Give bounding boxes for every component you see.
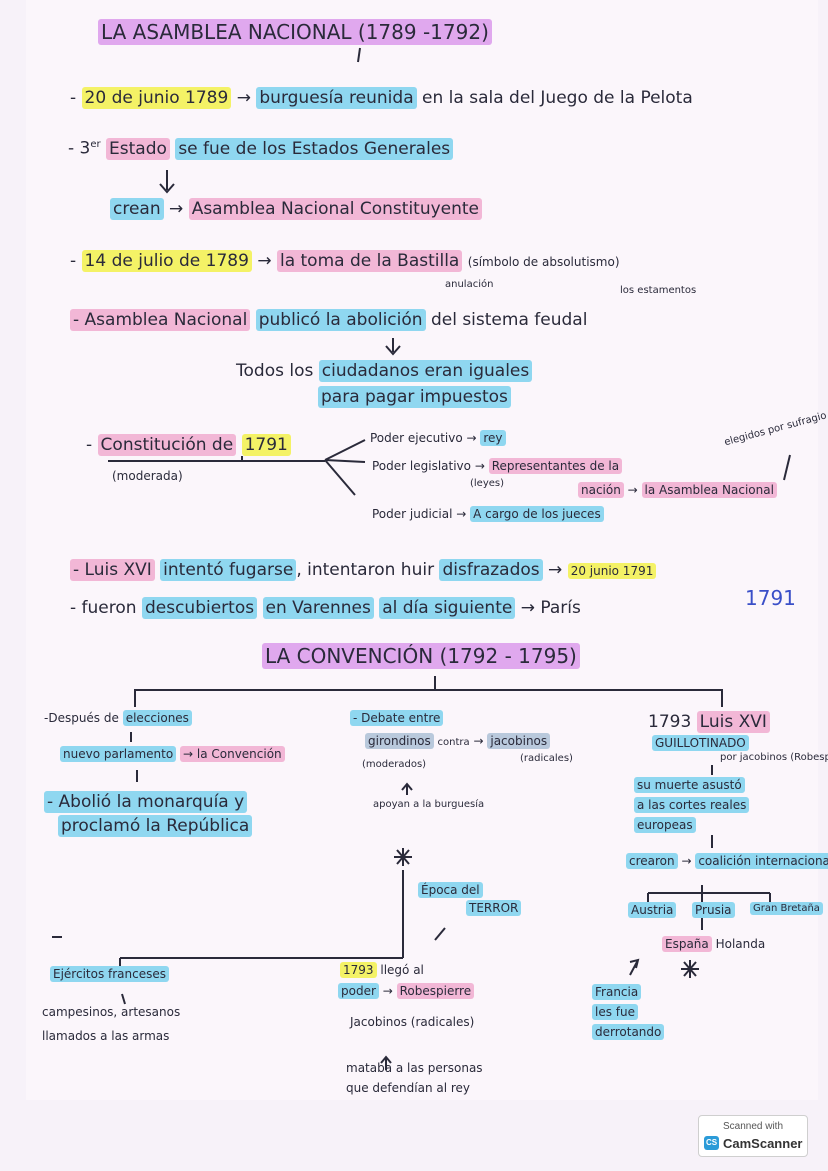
camscanner-watermark: Scanned with CS CamScanner [698, 1115, 808, 1157]
mid-apoyan: apoyan a la burguesía [373, 799, 485, 810]
note-anulacion: anulación [445, 279, 494, 290]
leyes: (leyes) [470, 478, 505, 489]
right-guillotinado: GUILLOTINADO [652, 735, 749, 751]
mid-girondinos: girondinos contra → jacobinos [365, 733, 551, 749]
poder-legislativo: Poder legislativo → Representantes de la [372, 458, 623, 474]
line-luis-fuga: - Luis XVI intentó fugarse, intentaron h… [70, 559, 657, 581]
constitucion-moderada: (moderada) [112, 469, 183, 483]
year-1791: 1791 [745, 586, 796, 610]
robespierre-defendian: que defendían al rey [346, 1081, 471, 1095]
francia-3: derrotando [592, 1024, 665, 1040]
line-tercer-estado: - 3er Estado se fue de los Estados Gener… [68, 137, 454, 160]
watermark-caption: Scanned with [722, 1121, 784, 1132]
robespierre-poder: poder → Robespierre [338, 983, 475, 999]
robespierre-llego: 1793 llegó al [340, 962, 424, 978]
country-prusia: Prusia [692, 902, 735, 918]
note-estamentos: los estamentos [620, 285, 697, 296]
mid-radicales: (radicales) [520, 753, 573, 764]
line-abolicion: - Asamblea Nacional publicó la abolición… [70, 309, 587, 331]
left-parlamento: nuevo parlamento → la Convención [60, 746, 285, 762]
llamados-armas: llamados a las armas [42, 1029, 170, 1043]
line-varennes: - fueron descubiertos en Varennes al día… [70, 597, 581, 619]
notebook-page [26, 0, 818, 1100]
section-title-asamblea: LA ASAMBLEA NACIONAL (1789 -1792) [98, 19, 492, 45]
right-1793: 1793 Luis XVI [648, 711, 770, 733]
line-14-julio: - 14 de julio de 1789 → la toma de la Ba… [70, 250, 620, 272]
poder-ejecutivo: Poder ejecutivo → rey [370, 430, 506, 446]
nacion: nación → la Asamblea Nacional [578, 482, 777, 498]
mid-moderados: (moderados) [362, 759, 427, 770]
country-gran-bretana: Gran Bretaña [750, 902, 823, 915]
line-impuestos: para pagar impuestos [318, 386, 511, 408]
line-20-junio: - 20 de junio 1789 → burguesía reunida e… [70, 87, 693, 109]
robespierre-mataba: mataba a las personas [346, 1061, 483, 1075]
campesinos-artesanos: campesinos, artesanos [42, 1005, 181, 1019]
right-cortes: a las cortes reales [634, 797, 750, 813]
francia-2: les fue [592, 1004, 638, 1020]
epoca-del: Época del [418, 882, 483, 898]
left-elecciones: -Después de elecciones [44, 710, 192, 726]
right-su-muerte: su muerte asustó [634, 777, 745, 793]
right-por-jacobinos: por jacobinos (Robespierre) [720, 752, 828, 763]
mid-debate: - Debate entre [350, 710, 444, 726]
watermark-brand: CamScanner [723, 1136, 803, 1151]
left-abolio: - Abolió la monarquía y [44, 791, 248, 813]
section-title-convencion: LA CONVENCIÓN (1792 - 1795) [262, 643, 580, 669]
ejercitos-franceses: Ejércitos franceses [50, 966, 169, 982]
country-austria: Austria [628, 902, 677, 918]
line-crean-asamblea: crean → Asamblea Nacional Constituyente [110, 198, 483, 220]
constitucion-1791: - Constitución de 1791 [86, 434, 291, 456]
left-republica: proclamó la República [58, 815, 253, 837]
poder-judicial: Poder judicial → A cargo de los jueces [372, 506, 604, 522]
camscanner-logo-icon: CS [704, 1136, 719, 1150]
line-todos-ciudadanos: Todos los ciudadanos eran iguales [236, 360, 533, 382]
robespierre-jacobinos: Jacobinos (radicales) [350, 1015, 475, 1029]
terror: TERROR [466, 900, 522, 916]
country-espana-holanda: España Holanda [662, 936, 765, 952]
right-europeas: europeas [634, 817, 696, 833]
right-crearon: crearon → coalición internacional [626, 853, 828, 869]
francia-1: Francia [592, 984, 642, 1000]
